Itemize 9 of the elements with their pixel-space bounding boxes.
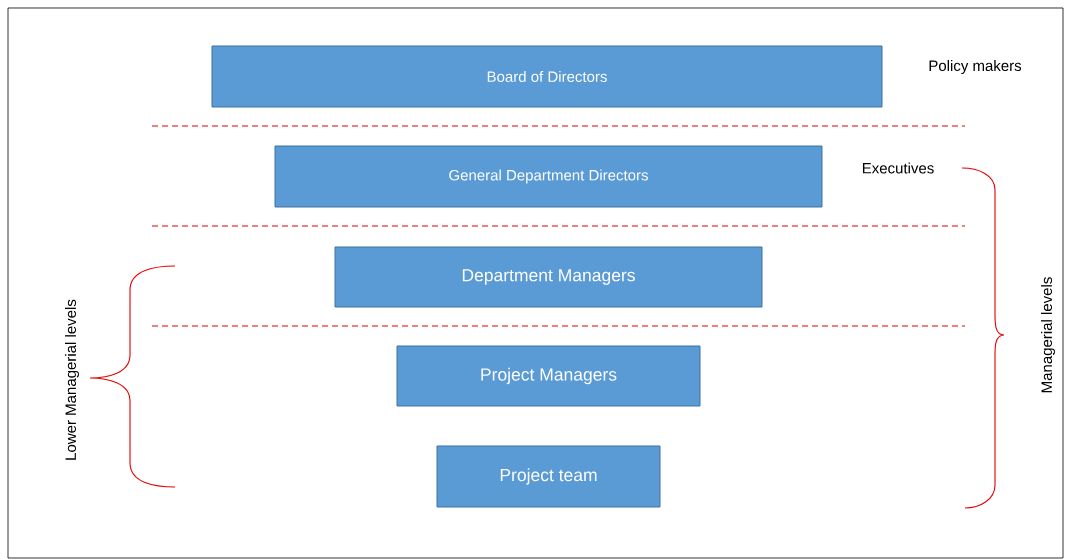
level-box: Project Managers — [396, 345, 701, 407]
level-box: Department Managers — [334, 246, 763, 308]
level-box: Project team — [436, 445, 661, 508]
brace-label: Managerial levels — [1041, 277, 1055, 393]
brace-label: Lower Managerial levels — [65, 299, 79, 460]
level-box: General Department Directors — [274, 145, 823, 208]
level-label: Executives — [862, 162, 934, 174]
level-box: Board of Directors — [211, 45, 883, 108]
level-label: Policy makers — [929, 60, 1022, 74]
